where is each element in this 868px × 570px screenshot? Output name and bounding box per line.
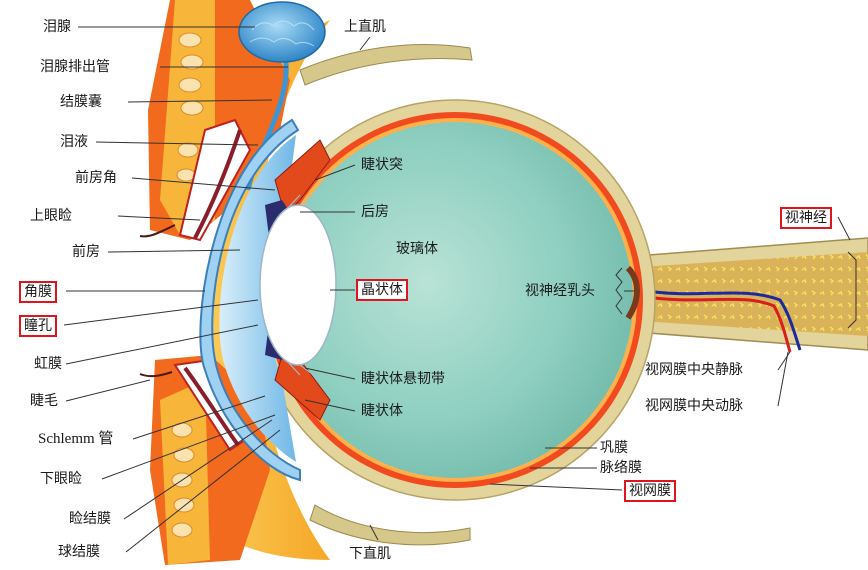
label-upper-eyelid: 上眼睑 [30,208,72,224]
label-iris: 虹膜 [34,356,62,372]
optic-disc [625,265,640,320]
label-anterior-chamber-angle: 前房角 [75,170,117,186]
label-zonule: 睫状体悬韧带 [361,371,445,387]
label-ciliary-body: 睫状体 [361,403,403,419]
label-posterior-chamber: 后房 [361,204,389,220]
vitreous-body [277,122,633,478]
label-conjunctival-sac: 结膜囊 [60,94,102,110]
superior-rectus [299,43,473,86]
label-palpebral-conjunctiva: 睑结膜 [69,511,111,527]
label-central-retinal-artery: 视网膜中央动脉 [645,398,743,414]
inferior-rectus [309,504,471,546]
label-cornea: 角膜 [19,281,57,303]
lacrimal-gland [238,1,326,63]
label-sclera: 巩膜 [600,440,628,456]
label-vitreous-body: 玻璃体 [396,241,438,257]
central-vessels [639,288,802,351]
label-lens: 晶状体 [356,279,408,301]
label-inferior-rectus: 下直肌 [349,546,391,562]
label-tears: 泪液 [60,134,88,150]
label-optic-nerve: 视神经 [780,207,832,229]
label-superior-rectus: 上直肌 [344,19,386,35]
label-optic-disc: 视神经乳头 [525,283,595,299]
label-ciliary-process: 睫状突 [361,157,403,173]
label-lacrimal-gland: 泪腺 [43,19,71,35]
lens-shape [259,204,337,366]
label-pupil: 瞳孔 [19,315,57,337]
label-eyelashes: 睫毛 [30,393,58,409]
label-anterior-chamber: 前房 [72,244,100,260]
cornea-shape [199,118,301,482]
label-choroid: 脉络膜 [600,460,642,476]
label-lacrimal-duct: 泪腺排出管 [40,59,110,75]
upper-eyelid-illustration [139,0,290,242]
label-bulbar-conjunctiva: 球结膜 [58,544,100,560]
label-lower-eyelid: 下眼睑 [40,471,82,487]
label-schlemm-canal: Schlemm 管 [38,431,114,447]
label-retina: 视网膜 [624,480,676,502]
label-central-retinal-vein: 视网膜中央静脉 [645,362,743,378]
